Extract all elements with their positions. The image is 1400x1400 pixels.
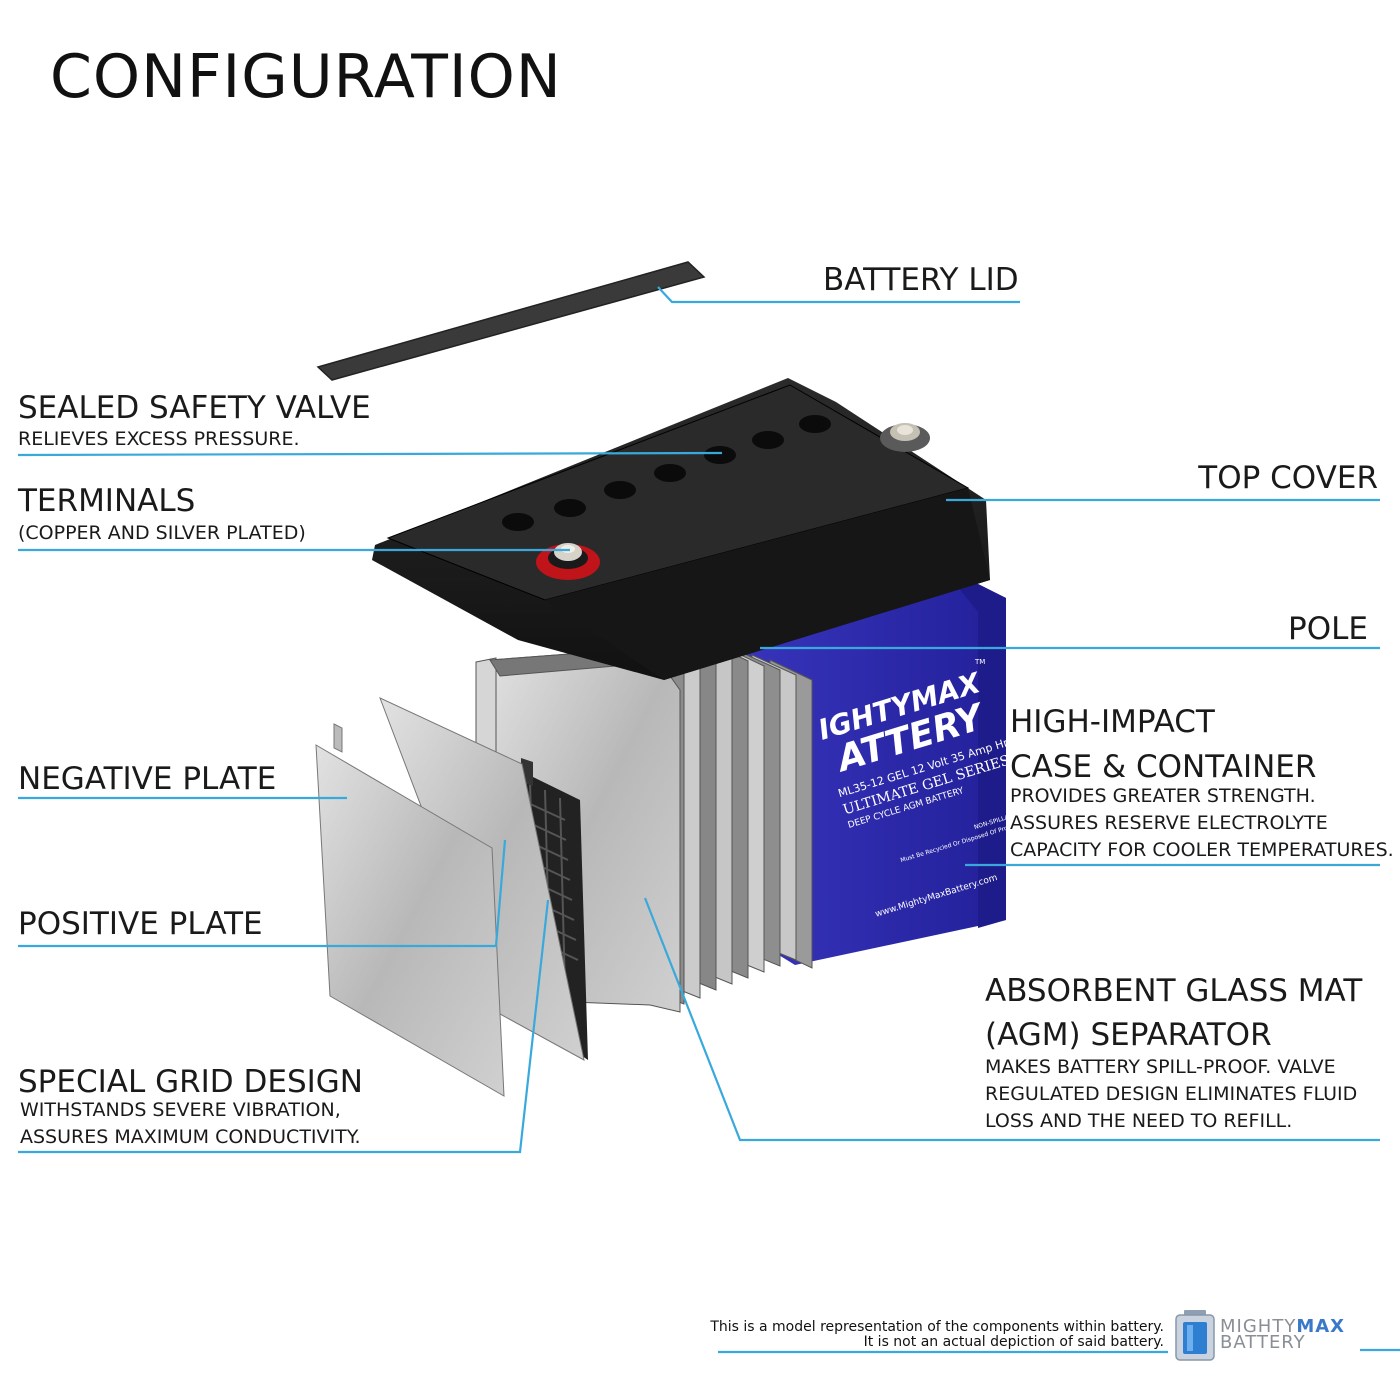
- logo-text-line2: BATTERY: [1220, 1332, 1306, 1353]
- logo-text-max: MAX: [1296, 1316, 1346, 1337]
- desc-agm-2: REGULATED DESIGN ELIMINATES FLUID: [985, 1083, 1358, 1105]
- label-special-grid: SPECIAL GRID DESIGN: [18, 1064, 363, 1100]
- terminal-negative: [880, 423, 930, 452]
- label-high-impact-line2: CASE & CONTAINER: [1010, 749, 1317, 785]
- page-title: CONFIGURATION: [50, 42, 562, 112]
- desc-terminals: (COPPER AND SILVER PLATED): [18, 522, 306, 544]
- label-battery-lid: BATTERY LID: [823, 262, 1019, 298]
- label-agm-line2: (AGM) SEPARATOR: [985, 1017, 1272, 1053]
- desc-special-grid-2: ASSURES MAXIMUM CONDUCTIVITY.: [20, 1126, 361, 1148]
- leader-battery-lid: [657, 286, 1020, 304]
- desc-agm-3: LOSS AND THE NEED TO REFILL.: [985, 1110, 1293, 1132]
- negative-plate-sheet: [315, 744, 505, 1097]
- label-terminals: TERMINALS: [18, 483, 196, 519]
- battery-lid: [316, 261, 706, 381]
- leader-agm: [643, 897, 1380, 1142]
- terminal-positive: [536, 543, 600, 580]
- desc-sealed-safety-valve: RELIEVES EXCESS PRESSURE.: [18, 428, 300, 450]
- desc-special-grid-1: WITHSTANDS SEVERE VIBRATION,: [20, 1099, 341, 1121]
- leader-safety-valve: [17, 451, 723, 457]
- label-positive-plate: POSITIVE PLATE: [18, 906, 263, 942]
- footer-note-line1: This is a model representation of the co…: [710, 1319, 1164, 1335]
- desc-high-impact-2: ASSURES RESERVE ELECTROLYTE: [1010, 812, 1328, 834]
- label-sealed-safety-valve: SEALED SAFETY VALVE: [18, 390, 371, 426]
- leader-positive-plate: [18, 839, 507, 948]
- label-top-cover: TOP COVER: [1198, 460, 1378, 496]
- label-high-impact-line1: HIGH-IMPACT: [1010, 704, 1215, 740]
- leader-grid: [18, 899, 550, 1154]
- logo-text-mighty: MIGHTY: [1220, 1316, 1297, 1337]
- label-pole: POLE: [1288, 611, 1368, 647]
- leader-lines: [17, 286, 1400, 1354]
- mighty-max-battery-logo-icon: [1175, 1310, 1215, 1361]
- label-negative-plate: NEGATIVE PLATE: [18, 761, 277, 797]
- case-trademark: TM: [974, 658, 985, 666]
- desc-high-impact-1: PROVIDES GREATER STRENGTH.: [1010, 785, 1316, 807]
- logo-text-line1: MIGHTYMAX: [1220, 1316, 1346, 1337]
- desc-high-impact-3: CAPACITY FOR COOLER TEMPERATURES.: [1010, 839, 1394, 861]
- top-cover: [372, 378, 990, 680]
- label-agm-line1: ABSORBENT GLASS MAT: [985, 973, 1363, 1009]
- footer-note-line2: It is not an actual depiction of said ba…: [863, 1334, 1164, 1350]
- desc-agm-1: MAKES BATTERY SPILL-PROOF. VALVE: [985, 1056, 1336, 1078]
